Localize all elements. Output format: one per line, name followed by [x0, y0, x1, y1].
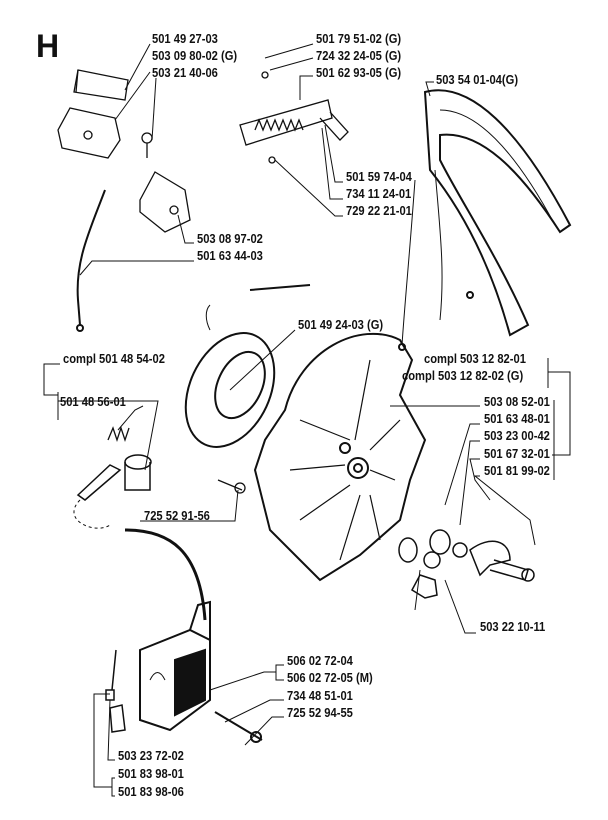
wire	[249, 284, 311, 291]
part-number-label: 501 62 93-05 (G)	[316, 65, 402, 80]
part-number-label: 503 09 80-02 (G)	[152, 48, 238, 63]
hv-lead	[124, 528, 207, 621]
part-number-label: 503 08 97-02	[197, 231, 263, 246]
ignition-holder	[57, 107, 121, 159]
part-number-label: 506 02 72-05 (M)	[287, 670, 373, 685]
part-number-label: 501 59 74-04	[346, 169, 412, 184]
spark-cap	[73, 454, 152, 529]
part-number-label: 501 49 24-03 (G)	[298, 317, 384, 332]
part-number-label: 503 54 01-04(G)	[436, 72, 519, 87]
part-number-label: 725 52 94-55	[287, 705, 353, 720]
part-number-label: 503 23 00-42	[484, 428, 550, 443]
part-number-label: 734 11 24-01	[346, 186, 412, 201]
ignition-coil	[139, 600, 263, 743]
ignition-cover	[73, 69, 129, 101]
part-number-label: 501 83 98-06	[118, 784, 184, 799]
part-number-label: 724 32 24-05 (G)	[316, 48, 402, 63]
part-number-label: compl 501 48 54-02	[63, 351, 165, 366]
air-guide	[398, 89, 572, 351]
cable	[76, 189, 106, 332]
part-number-label: 501 63 48-01	[484, 411, 550, 426]
part-number-label: 503 22 10-11	[480, 619, 546, 634]
terminal	[105, 649, 126, 733]
part-number-label: 503 08 52-01	[484, 394, 550, 409]
part-number-label: 729 22 21-01	[346, 203, 412, 218]
part-number-label: 501 79 51-02 (G)	[316, 31, 402, 46]
part-number-label: compl 503 12 82-01	[424, 351, 526, 366]
plate	[239, 99, 349, 146]
ignition-module	[139, 171, 191, 233]
part-number-label: compl 503 12 82-02 (G)	[402, 368, 524, 383]
section-letter: H	[36, 28, 60, 64]
part-number-label: 725 52 91-56	[144, 508, 210, 523]
part-number-label: 501 81 99-02	[484, 463, 550, 478]
part-number-label: 503 23 72-02	[118, 748, 184, 763]
flywheel	[253, 332, 427, 582]
flywheel-ring	[184, 304, 276, 448]
part-number-label: 501 48 56-01	[60, 394, 126, 409]
part-number-label: 501 83 98-01	[118, 766, 184, 781]
part-number-label: 501 63 44-03	[197, 248, 263, 263]
part-number-label: 503 21 40-06	[152, 65, 218, 80]
screw	[141, 132, 153, 158]
part-number-label: 506 02 72-04	[287, 653, 353, 668]
part-number-label: 501 49 27-03	[152, 31, 218, 46]
part-number-label: 501 67 32-01	[484, 446, 550, 461]
small-screws	[261, 71, 276, 164]
washers	[398, 529, 535, 599]
spring	[107, 425, 130, 443]
screw-725	[217, 479, 246, 494]
part-number-label: 734 48 51-01	[287, 688, 353, 703]
